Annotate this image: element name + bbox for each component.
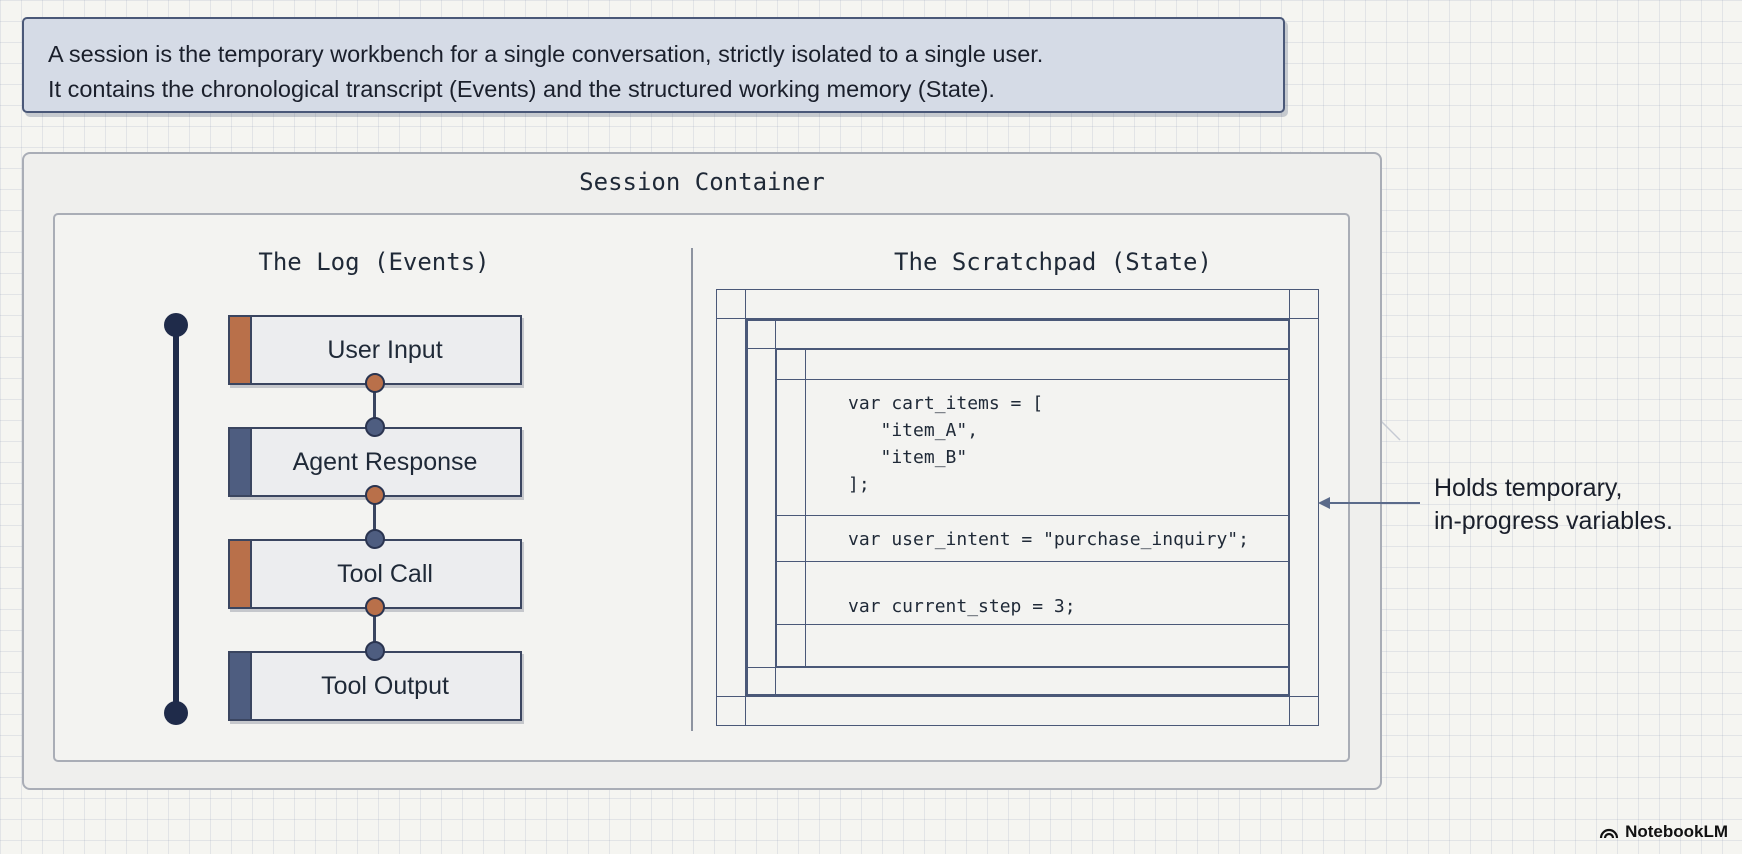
- event-tool-output: Tool Output: [228, 651, 522, 721]
- frame-rail: [716, 318, 1319, 319]
- event-connector: [373, 497, 376, 541]
- event-connector: [373, 609, 376, 653]
- frame-rail: [746, 348, 1290, 349]
- column-divider: [691, 248, 693, 731]
- session-container-title: Session Container: [579, 168, 825, 196]
- frame-rail: [746, 667, 1290, 668]
- caption-line-1: A session is the temporary workbench for…: [48, 41, 1044, 67]
- notebooklm-icon: [1599, 828, 1619, 839]
- event-connector: [373, 385, 376, 429]
- timeline-line: [173, 324, 179, 714]
- scratchpad-frame-outer: [716, 289, 1319, 726]
- connection-dot-user: [365, 485, 385, 505]
- annotation-arrow-line: [1328, 502, 1420, 504]
- event-label: Tool Call: [337, 559, 433, 588]
- connection-dot-agent: [365, 529, 385, 549]
- frame-rail: [776, 379, 1290, 380]
- state-var-current-step: var current_step = 3;: [848, 596, 1076, 617]
- annotation-line-2: in-progress variables.: [1434, 507, 1673, 535]
- event-accent-bar: [230, 429, 252, 495]
- state-var-cart-items: var cart_items = [ "item_A", "item_B" ];: [848, 393, 1044, 495]
- event-accent-bar: [230, 541, 252, 607]
- arrow-head-icon: [1318, 497, 1330, 509]
- annotation-text: Holds temporary, in-progress variables.: [1434, 472, 1673, 538]
- state-separator: [776, 624, 1290, 625]
- notebooklm-logo: NotebookLM: [1599, 822, 1728, 842]
- event-accent-bar: [230, 317, 252, 383]
- caption-box: A session is the temporary workbench for…: [22, 17, 1285, 113]
- state-var-user-intent: var user_intent = "purchase_inquiry";: [848, 529, 1249, 550]
- annotation-line-1: Holds temporary,: [1434, 474, 1623, 502]
- frame-rail: [805, 349, 806, 667]
- event-label: Tool Output: [321, 671, 449, 700]
- event-label: Agent Response: [292, 447, 478, 476]
- scratchpad-frame-inner: [776, 349, 1290, 667]
- caption-line-2: It contains the chronological transcript…: [48, 76, 995, 102]
- event-label: User Input: [327, 335, 443, 364]
- timeline-start-dot: [164, 313, 188, 337]
- frame-rail: [745, 289, 746, 726]
- frame-rail: [716, 696, 1319, 697]
- state-separator: [776, 515, 1290, 516]
- state-separator: [776, 561, 1290, 562]
- frame-rail: [775, 319, 776, 696]
- event-accent-bar: [230, 653, 252, 719]
- log-title: The Log (Events): [258, 248, 490, 276]
- event-user-input: User Input: [228, 315, 522, 385]
- brand-name: NotebookLM: [1625, 822, 1728, 841]
- scratchpad-title: The Scratchpad (State): [894, 248, 1212, 276]
- connection-dot-agent: [365, 641, 385, 661]
- connection-dot-agent: [365, 417, 385, 437]
- connection-dot-user: [365, 373, 385, 393]
- timeline-end-dot: [164, 701, 188, 725]
- connection-dot-user: [365, 597, 385, 617]
